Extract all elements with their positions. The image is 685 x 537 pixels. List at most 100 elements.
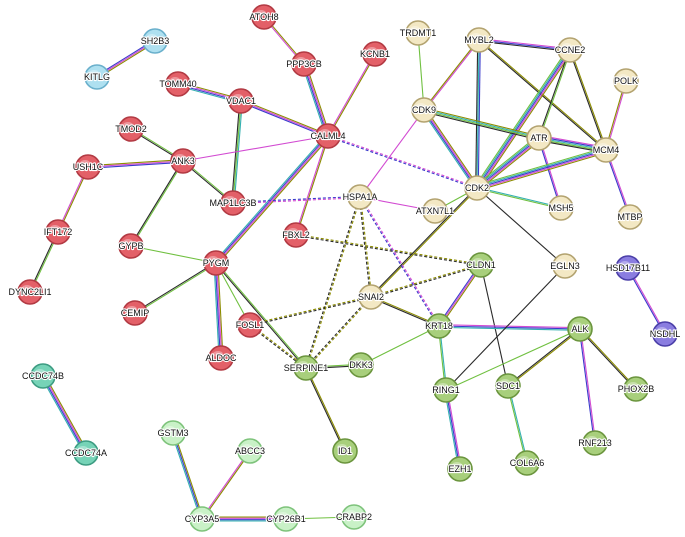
- node-calml4[interactable]: CALML4: [309, 123, 347, 149]
- node-circle[interactable]: [613, 68, 639, 94]
- node-circle[interactable]: [228, 88, 254, 114]
- node-circle[interactable]: [468, 252, 494, 278]
- node-circle[interactable]: [84, 64, 110, 90]
- node-circle[interactable]: [73, 440, 99, 466]
- node-circle[interactable]: [557, 37, 583, 63]
- node-circle[interactable]: [615, 255, 641, 281]
- node-circle[interactable]: [208, 345, 234, 371]
- node-serpine1[interactable]: SERPINE1: [283, 355, 329, 381]
- node-kcnb1[interactable]: KCNB1: [359, 41, 391, 67]
- node-atxn7l1[interactable]: ATXN7L1: [415, 198, 455, 224]
- node-circle[interactable]: [433, 377, 459, 403]
- node-cyp3a5[interactable]: CYP3A5: [184, 506, 220, 532]
- node-sh2b3[interactable]: SH2B3: [140, 28, 170, 54]
- node-circle[interactable]: [422, 198, 448, 224]
- node-circle[interactable]: [315, 123, 341, 149]
- node-abcc3[interactable]: ABCC3: [234, 438, 266, 464]
- node-circle[interactable]: [593, 137, 619, 163]
- node-gypb[interactable]: GYPB: [117, 233, 145, 259]
- node-vdac1[interactable]: VDAC1: [225, 88, 257, 114]
- node-cemip[interactable]: CEMIP: [120, 300, 150, 326]
- node-circle[interactable]: [170, 148, 196, 174]
- node-circle[interactable]: [293, 355, 319, 381]
- node-mcm4[interactable]: MCM4: [592, 137, 620, 163]
- node-krt18[interactable]: KRT18: [424, 313, 454, 339]
- node-kitlg[interactable]: KITLG: [83, 64, 111, 90]
- node-circle[interactable]: [495, 373, 521, 399]
- node-cdk2[interactable]: CDK2: [464, 175, 490, 201]
- node-ank3[interactable]: ANK3: [170, 148, 196, 174]
- node-circle[interactable]: [347, 184, 373, 210]
- node-hsd17b11[interactable]: HSD17B11: [605, 255, 651, 281]
- node-circle[interactable]: [251, 4, 277, 30]
- node-gstm3[interactable]: GSTM3: [156, 420, 190, 446]
- node-mtbp[interactable]: MTBP: [616, 204, 644, 230]
- node-circle[interactable]: [567, 316, 593, 342]
- node-circle[interactable]: [426, 313, 452, 339]
- node-ppp3cb[interactable]: PPP3CB: [285, 51, 323, 77]
- node-ccdc74a[interactable]: CCDC74A: [64, 440, 108, 466]
- node-circle[interactable]: [30, 363, 56, 389]
- node-circle[interactable]: [464, 175, 490, 201]
- node-ezh1[interactable]: EZH1: [447, 456, 473, 482]
- node-circle[interactable]: [283, 222, 309, 248]
- node-circle[interactable]: [548, 195, 574, 221]
- node-circle[interactable]: [160, 420, 186, 446]
- node-circle[interactable]: [203, 250, 229, 276]
- node-map1lc3b[interactable]: MAP1LC3B: [208, 190, 258, 216]
- node-alk[interactable]: ALK: [567, 316, 593, 342]
- node-circle[interactable]: [75, 154, 101, 180]
- node-col6a6[interactable]: COL6A6: [509, 450, 545, 476]
- node-id1[interactable]: ID1: [332, 438, 358, 464]
- node-fosl1[interactable]: FOSL1: [235, 312, 265, 338]
- node-circle[interactable]: [466, 27, 492, 53]
- node-circle[interactable]: [348, 352, 374, 378]
- node-pygm[interactable]: PYGM: [202, 250, 230, 276]
- node-circle[interactable]: [617, 204, 643, 230]
- node-mybl2[interactable]: MYBL2: [463, 27, 495, 53]
- node-circle[interactable]: [273, 506, 299, 532]
- node-circle[interactable]: [189, 506, 215, 532]
- node-circle[interactable]: [341, 504, 367, 530]
- node-circle[interactable]: [220, 190, 246, 216]
- node-ccdc74b[interactable]: CCDC74B: [21, 363, 65, 389]
- node-atr[interactable]: ATR: [526, 125, 552, 151]
- node-phox2b[interactable]: PHOX2B: [617, 376, 655, 402]
- node-circle[interactable]: [122, 300, 148, 326]
- node-circle[interactable]: [118, 116, 144, 142]
- node-trdmt1[interactable]: TRDMT1: [399, 20, 437, 46]
- node-nsdhl[interactable]: NSDHL: [649, 321, 681, 347]
- node-circle[interactable]: [514, 450, 540, 476]
- node-atoh8[interactable]: ATOH8: [248, 4, 280, 30]
- node-circle[interactable]: [552, 253, 578, 279]
- node-dync2li1[interactable]: DYNC2LI1: [7, 279, 53, 305]
- node-circle[interactable]: [237, 312, 263, 338]
- node-tmod2[interactable]: TMOD2: [114, 116, 148, 142]
- node-fbxl2[interactable]: FBXL2: [281, 222, 311, 248]
- node-circle[interactable]: [165, 71, 191, 97]
- node-circle[interactable]: [652, 321, 678, 347]
- node-circle[interactable]: [582, 430, 608, 456]
- node-dkk3[interactable]: DKK3: [348, 352, 374, 378]
- node-ccne2[interactable]: CCNE2: [554, 37, 586, 63]
- node-msh5[interactable]: MSH5: [547, 195, 575, 221]
- node-circle[interactable]: [362, 41, 388, 67]
- node-circle[interactable]: [405, 20, 431, 46]
- node-sdc1[interactable]: SDC1: [495, 373, 521, 399]
- node-circle[interactable]: [447, 456, 473, 482]
- node-circle[interactable]: [45, 219, 71, 245]
- node-circle[interactable]: [17, 279, 43, 305]
- node-hspa1a[interactable]: HSPA1A: [341, 184, 379, 210]
- node-circle[interactable]: [623, 376, 649, 402]
- node-circle[interactable]: [118, 233, 144, 259]
- node-rnf213[interactable]: RNF213: [577, 430, 613, 456]
- node-cdk9[interactable]: CDK9: [411, 97, 437, 123]
- node-tomm40[interactable]: TOMM40: [158, 71, 198, 97]
- node-cyp26b1[interactable]: CYP26B1: [265, 506, 307, 532]
- node-cldn1[interactable]: CLDN1: [465, 252, 497, 278]
- node-polk[interactable]: POLK: [613, 68, 639, 94]
- node-snai2[interactable]: SNAI2: [357, 284, 385, 310]
- node-ush1c[interactable]: USH1C: [72, 154, 105, 180]
- node-crabp2[interactable]: CRABP2: [335, 504, 373, 530]
- node-ring1[interactable]: RING1: [431, 377, 461, 403]
